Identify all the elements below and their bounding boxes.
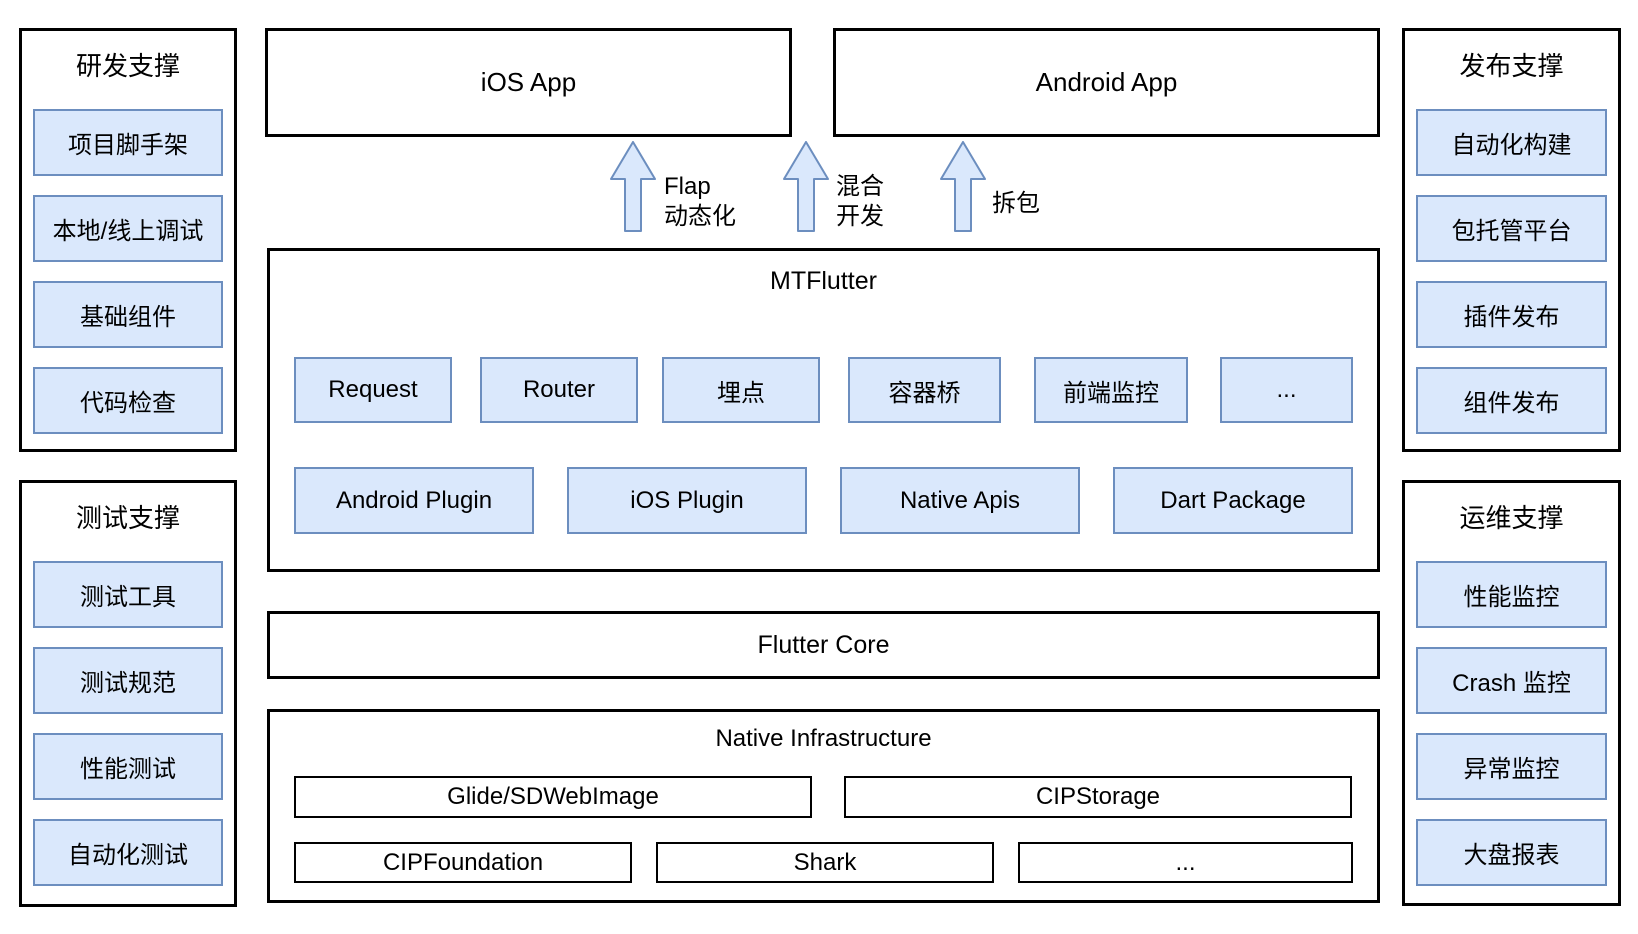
panel-title: 运维支撑 <box>1459 502 1564 533</box>
panel-ops-support: 运维支撑 性能监控 Crash 监控 异常监控 大盘报表 <box>1402 480 1621 906</box>
arrow-label-line: 动态化 <box>664 203 736 230</box>
arrow-label: 混合 开发 <box>836 172 884 232</box>
platform-box: Dart Package <box>1113 467 1353 534</box>
panel-title: 测试支撑 <box>75 502 180 533</box>
platform-box: Android Plugin <box>294 467 534 534</box>
arrow-label-line: 开发 <box>836 203 884 230</box>
module-box: 埋点 <box>662 357 820 423</box>
panel-dev-support: 研发支撑 项目脚手架 本地/线上调试 基础组件 代码检查 <box>19 28 237 452</box>
panel-item: 大盘报表 <box>1416 819 1607 886</box>
panel-item: 组件发布 <box>1416 367 1607 434</box>
ios-app-box: iOS App <box>265 28 792 137</box>
infra-box: Glide/SDWebImage <box>294 776 812 818</box>
panel-item: 测试工具 <box>33 561 223 628</box>
panel-item: 性能测试 <box>33 733 223 800</box>
arrow-label-line: Flap <box>664 173 711 200</box>
panel-items: 自动化构建 包托管平台 插件发布 组件发布 <box>1405 97 1618 434</box>
platform-box: iOS Plugin <box>567 467 807 534</box>
panel-items: 项目脚手架 本地/线上调试 基础组件 代码检查 <box>22 97 234 434</box>
infra-box: CIPStorage <box>844 776 1352 818</box>
panel-release-support: 发布支撑 自动化构建 包托管平台 插件发布 组件发布 <box>1402 28 1621 452</box>
mtflutter-title: MTFlutter <box>770 267 877 295</box>
platform-box: Native Apis <box>840 467 1080 534</box>
native-infra-title: Native Infrastructure <box>715 725 932 752</box>
module-box: Request <box>294 357 452 423</box>
module-box: Router <box>480 357 638 423</box>
module-box: 容器桥 <box>848 357 1001 423</box>
panel-item: 性能监控 <box>1416 561 1607 628</box>
module-box: ... <box>1220 357 1353 423</box>
panel-item: 异常监控 <box>1416 733 1607 800</box>
panel-items: 测试工具 测试规范 性能测试 自动化测试 <box>22 549 234 886</box>
panel-item: 本地/线上调试 <box>33 195 223 262</box>
arrow-label-line: 混合 <box>836 173 884 200</box>
panel-title: 发布支撑 <box>1459 50 1564 81</box>
panel-item: 测试规范 <box>33 647 223 714</box>
infra-box: CIPFoundation <box>294 842 632 883</box>
arrow-label: Flap 动态化 <box>664 172 736 232</box>
up-arrow-icon <box>610 141 656 232</box>
up-arrow-icon <box>783 141 829 232</box>
arrow-label-line: 拆包 <box>992 190 1040 217</box>
panel-items: 性能监控 Crash 监控 异常监控 大盘报表 <box>1405 549 1618 886</box>
panel-item: 自动化构建 <box>1416 109 1607 176</box>
android-app-box: Android App <box>833 28 1380 137</box>
module-box: 前端监控 <box>1034 357 1188 423</box>
panel-item: 自动化测试 <box>33 819 223 886</box>
panel-item: 插件发布 <box>1416 281 1607 348</box>
panel-item: Crash 监控 <box>1416 647 1607 714</box>
panel-title: 研发支撑 <box>75 50 180 81</box>
panel-item: 项目脚手架 <box>33 109 223 176</box>
infra-box: ... <box>1018 842 1353 883</box>
panel-item: 基础组件 <box>33 281 223 348</box>
panel-item: 代码检查 <box>33 367 223 434</box>
arrow-label: 拆包 <box>992 189 1040 219</box>
panel-test-support: 测试支撑 测试工具 测试规范 性能测试 自动化测试 <box>19 480 237 907</box>
up-arrow-icon <box>940 141 986 232</box>
infra-box: Shark <box>656 842 994 883</box>
panel-item: 包托管平台 <box>1416 195 1607 262</box>
flutter-core-box: Flutter Core <box>267 611 1380 679</box>
